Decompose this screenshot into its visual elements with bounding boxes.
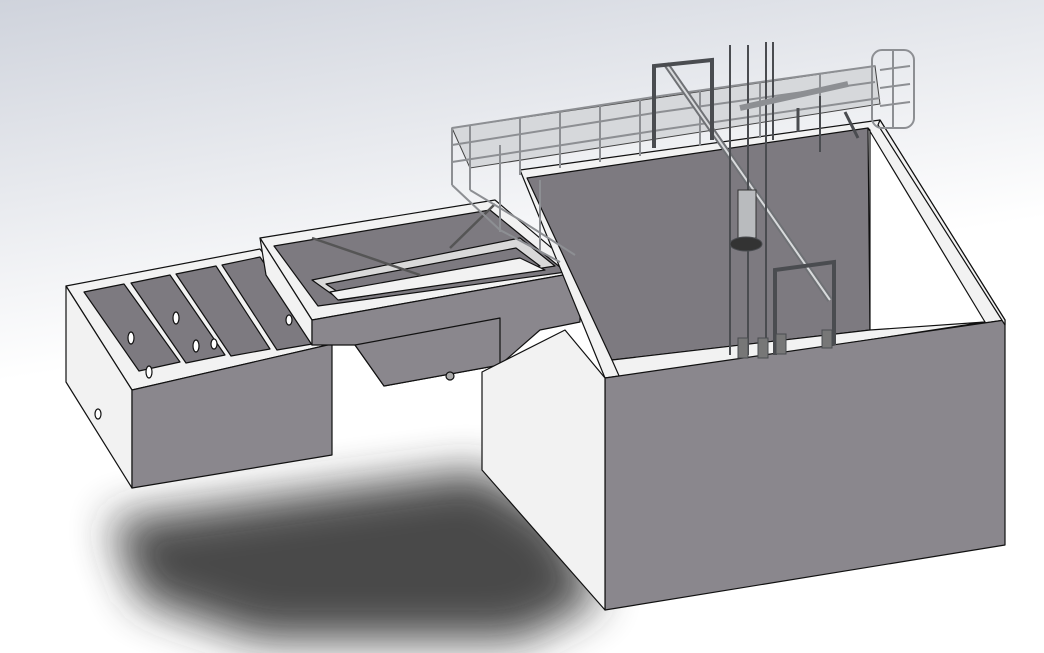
- pipe-hole: [94, 408, 102, 420]
- valve-unit: [757, 337, 769, 359]
- valve-unit: [737, 337, 749, 359]
- drive-motor: [737, 189, 757, 239]
- ladder-cage: [871, 49, 915, 129]
- ground-shadow: [110, 470, 600, 640]
- valve-unit: [821, 329, 833, 349]
- top-lip: [877, 119, 1006, 326]
- pipe-header: [739, 81, 849, 111]
- gantry-frame-upper: [652, 57, 714, 148]
- pipe-hole: [145, 365, 153, 379]
- pipe-hole: [127, 331, 135, 345]
- support-strut: [449, 203, 496, 249]
- support-strut: [311, 236, 421, 277]
- pipe-hole: [285, 314, 293, 326]
- valve-unit: [775, 333, 787, 355]
- pipe-hole: [210, 338, 218, 350]
- pipe-hole: [172, 311, 180, 325]
- compartment-tank: [65, 248, 333, 489]
- lifting-gantry: [652, 42, 860, 359]
- drain-valve-icon: [445, 371, 455, 381]
- pipe-hole: [192, 339, 200, 353]
- mixer-impeller-icon: [729, 236, 763, 252]
- main-tank: [481, 119, 1006, 611]
- gantry-frame-lower: [773, 259, 836, 355]
- inner-trough: [329, 257, 546, 301]
